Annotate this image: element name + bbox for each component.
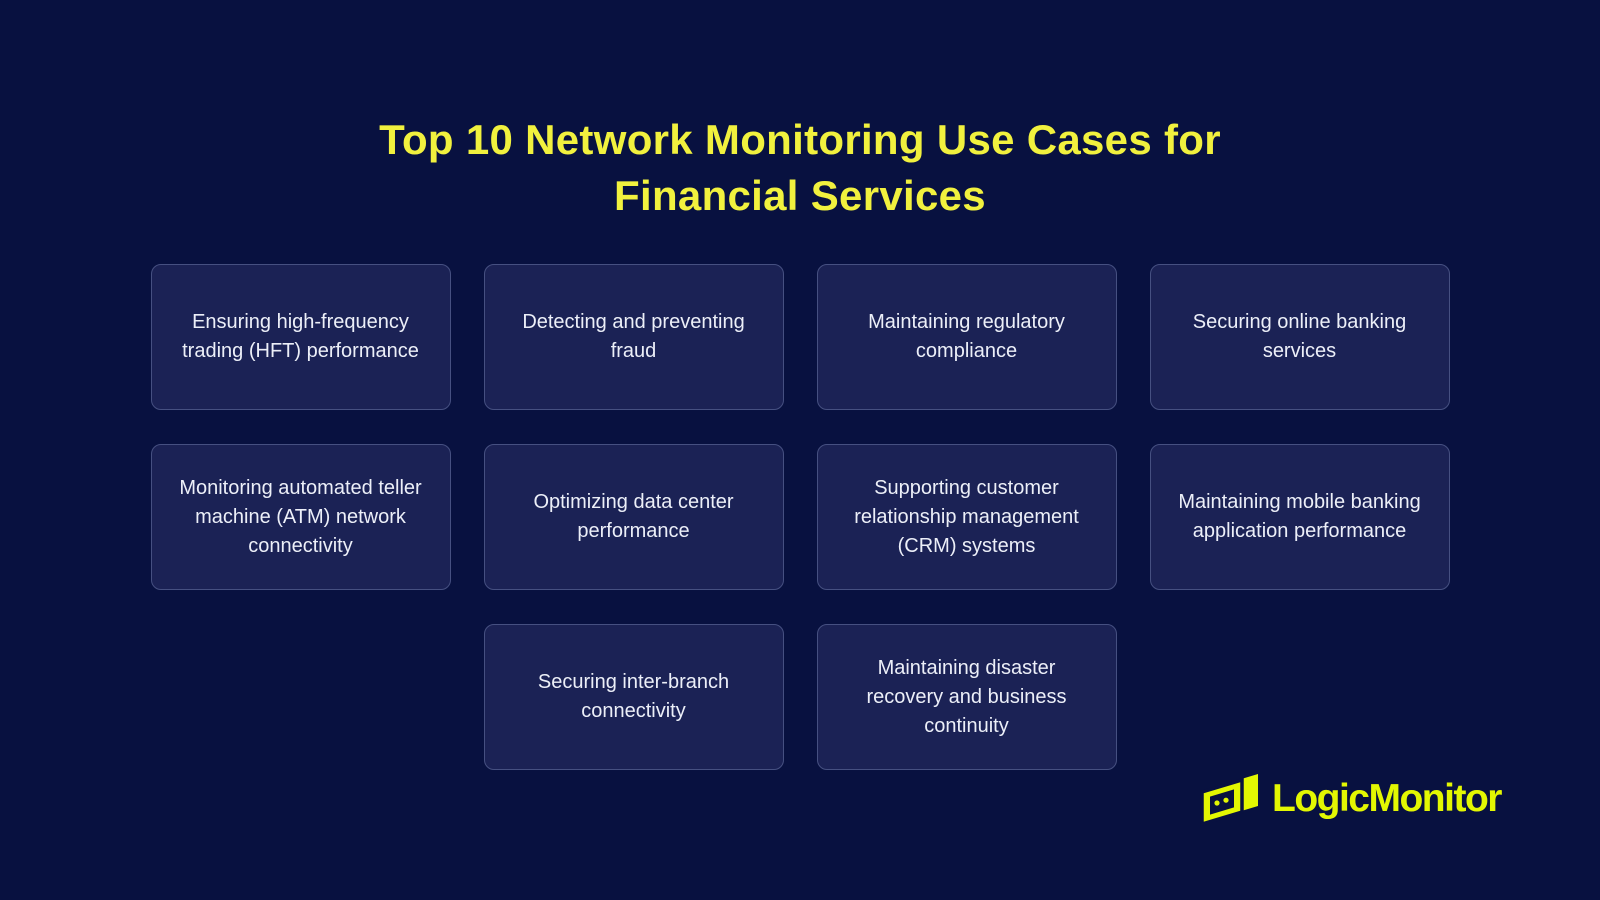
logicmonitor-wordmark: LogicMonitor	[1272, 777, 1502, 820]
card-row-2: Monitoring automated teller machine (ATM…	[150, 444, 1450, 590]
use-case-label: Optimizing data center performance	[533, 491, 734, 542]
use-case-card: Detecting and preventing fraud	[483, 264, 784, 410]
use-case-card: Securing online banking services	[1149, 264, 1450, 410]
use-case-card: Ensuring high-frequency trading (HFT) pe…	[150, 264, 451, 410]
use-case-label: Ensuring high-frequency trading (HFT) pe…	[182, 311, 419, 362]
use-case-label: Securing online banking services	[1192, 311, 1407, 362]
use-case-label: Maintaining disaster recovery and busine…	[866, 656, 1067, 737]
use-case-label: Maintaining mobile banking application p…	[1178, 491, 1421, 542]
use-case-label: Monitoring automated teller machine (ATM…	[179, 476, 422, 557]
page-title-line-2: Financial Services	[614, 172, 986, 219]
use-case-card: Supporting customer relationship managem…	[816, 444, 1117, 590]
use-case-card: Maintaining disaster recovery and busine…	[816, 624, 1117, 770]
page-title: Top 10 Network Monitoring Use Cases for …	[0, 112, 1600, 224]
use-case-label: Maintaining regulatory compliance	[868, 311, 1065, 362]
use-case-card: Monitoring automated teller machine (ATM…	[150, 444, 451, 590]
card-row-1: Ensuring high-frequency trading (HFT) pe…	[150, 264, 1450, 410]
logicmonitor-logo: LogicMonitor	[1198, 768, 1502, 830]
use-case-label: Securing inter-branch connectivity	[537, 671, 730, 722]
use-case-card: Maintaining mobile banking application p…	[1149, 444, 1450, 590]
use-case-card: Optimizing data center performance	[483, 444, 784, 590]
use-case-grid: Ensuring high-frequency trading (HFT) pe…	[0, 264, 1600, 770]
page-title-line-1: Top 10 Network Monitoring Use Cases for	[379, 116, 1221, 163]
card-row-3: Securing inter-branch connectivity Maint…	[483, 624, 1117, 770]
use-case-card: Maintaining regulatory compliance	[816, 264, 1117, 410]
use-case-label: Supporting customer relationship managem…	[854, 476, 1079, 557]
use-case-label: Detecting and preventing fraud	[522, 311, 745, 362]
logicmonitor-mark-icon	[1200, 774, 1258, 827]
use-case-card: Securing inter-branch connectivity	[483, 624, 784, 770]
